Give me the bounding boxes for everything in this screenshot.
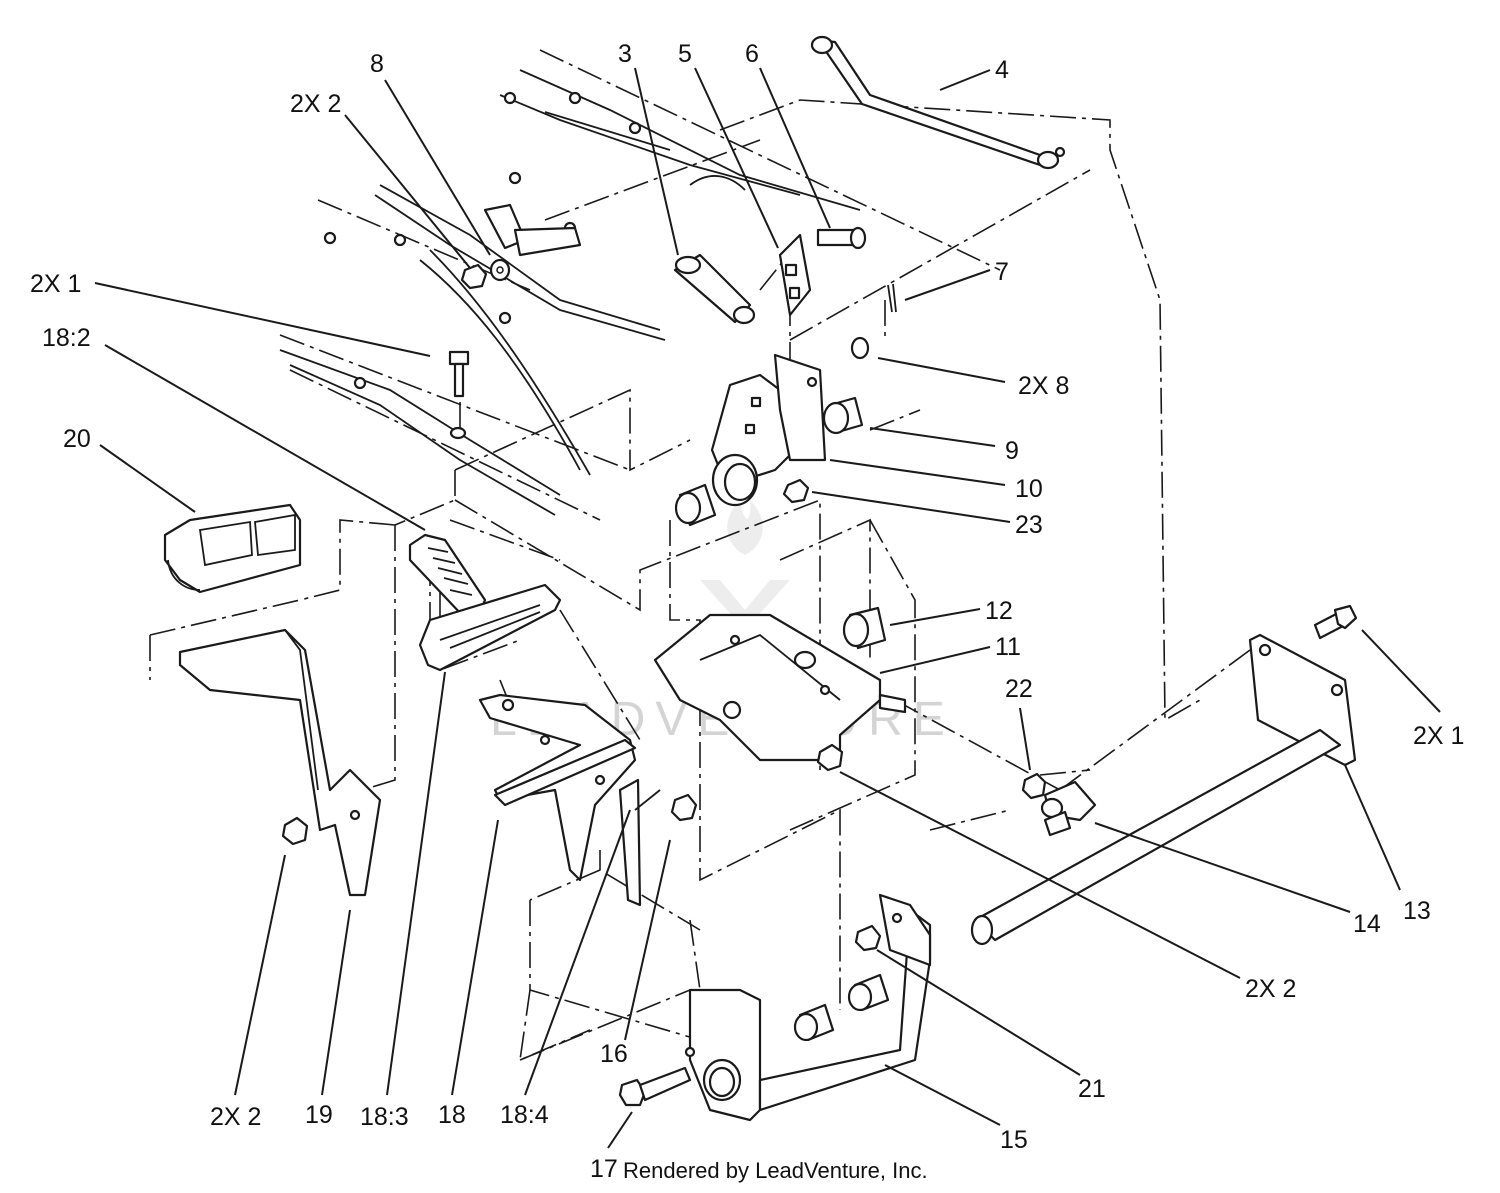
part-4-control-rod [810,35,1066,170]
callout-10: 10 [1015,475,1043,503]
part-21-nut [854,924,882,952]
callout-18-3: 18:3 [360,1103,409,1131]
leader-lines [94,67,1441,1149]
part-2-nut-lower-left [281,816,309,846]
part-11-stud [878,693,907,714]
callout-2x2-top: 2X 2 [290,90,341,118]
callout-2x1-right: 2X 1 [1413,722,1464,750]
callout-14: 14 [1353,910,1381,938]
part-9-bushing [822,396,864,435]
frame-panel [279,69,861,516]
part-6-bolt [816,226,867,250]
part-17-bolt [618,1066,692,1107]
callout-22: 22 [1005,675,1033,703]
part-11-mount-bracket [653,613,882,762]
part-2-nut-center [816,743,844,772]
watermark-logo-icon [700,500,790,630]
callout-21: 21 [1078,1075,1106,1103]
part-22-nut [1021,772,1047,800]
callout-19: 19 [305,1101,333,1129]
callout-3: 3 [618,40,632,68]
callout-5: 5 [678,40,692,68]
part-1-bolt-upper [448,350,470,440]
part-7-cotter-pin [887,283,897,313]
part-18-pedal-body [478,693,637,882]
part-16-nut [670,793,698,822]
part-20-foot-pad [163,503,302,594]
callout-15: 15 [1000,1126,1028,1154]
credit-text: Rendered by LeadVenture, Inc. [623,1158,928,1183]
callout-16: 16 [600,1040,628,1068]
callout-2x1-left: 2X 1 [30,270,81,298]
part-2-nut-top [460,263,488,290]
callout-9: 9 [1005,437,1019,465]
part-15-lower-bracket [684,893,932,1122]
part-bushing-left [674,483,717,527]
callout-2x8: 2X 8 [1018,372,1069,400]
part-10-pivot-arm [710,353,827,507]
callout-12: 12 [985,597,1013,625]
callout-2x2-bottom: 2X 2 [210,1103,261,1131]
part-18-2-pedal-pad [408,533,487,617]
callout-7: 7 [995,258,1009,286]
callout-13: 13 [1403,897,1431,925]
part-12-bushing [842,606,887,650]
callout-18-4: 18:4 [500,1101,549,1129]
part-3-pin [673,253,756,325]
callout-8: 8 [370,50,384,78]
callout-18: 18 [438,1101,466,1129]
part-5-clip-bracket [778,233,812,317]
phantom-frame-lines [149,49,1251,1062]
callout-2x2-mid: 2X 2 [1245,975,1296,1003]
part-15-bushings [793,973,890,1042]
callout-6: 6 [745,40,759,68]
part-18-4-pedal-bracket [618,778,661,907]
part-19-pedal-arm [178,628,382,897]
part-18-3-pedal-cap [418,583,562,672]
part-8-washer [850,336,870,360]
callout-17: 17 [590,1155,618,1183]
callout-23: 23 [1015,511,1043,539]
callout-18-2: 18:2 [42,324,91,352]
callout-4: 4 [995,56,1009,84]
part-14-swivel [1040,780,1097,837]
callout-11: 11 [995,633,1021,661]
callout-20: 20 [63,425,91,453]
part-23-nut [782,478,810,504]
part-1-bolt-right [1313,604,1358,640]
callout-labels: 8 3 5 6 4 2X 2 7 2X 1 18:2 2X 8 20 9 10 … [30,40,1464,1183]
